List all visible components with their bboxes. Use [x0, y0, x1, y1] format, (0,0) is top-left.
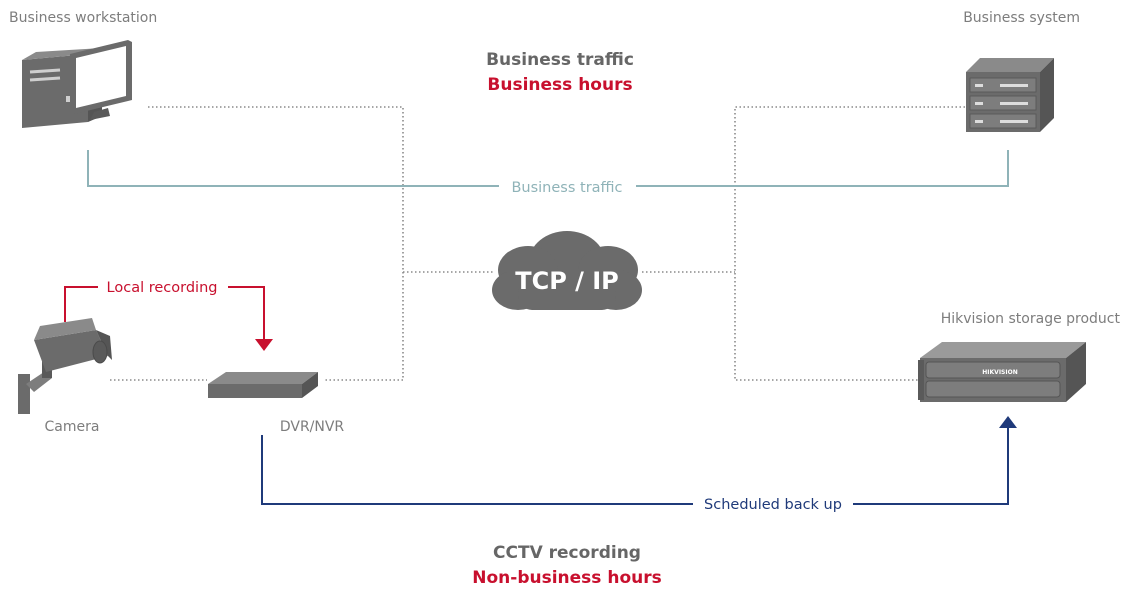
tcp-ip-cloud: TCP / IP	[492, 231, 642, 310]
local-recording-link: Local recording	[64, 280, 273, 351]
workstation-network-link	[148, 106, 404, 381]
storage-icon: HIKVISION	[918, 342, 1086, 402]
business-traffic-label: Business traffic	[511, 180, 622, 196]
local-recording-label: Local recording	[107, 280, 218, 296]
top-header-line2: Business hours	[487, 75, 632, 95]
scheduled-backup-label: Scheduled back up	[704, 497, 842, 513]
dvr-nvr-node: DVR/NVR	[208, 372, 344, 435]
bottom-header-line1: CCTV recording	[493, 543, 641, 563]
local-recording-arrowhead	[255, 339, 273, 351]
workstation-label: Business workstation	[9, 10, 157, 26]
storage-node: Hikvision storage product HIKVISION	[918, 311, 1120, 402]
cloud-icon	[492, 231, 642, 310]
camera-label: Camera	[45, 419, 100, 435]
dvr-icon	[208, 372, 318, 398]
cloud-label: TCP / IP	[515, 267, 619, 295]
scheduled-backup-arrowhead	[999, 416, 1017, 428]
camera-icon	[18, 318, 112, 414]
storage-brand: HIKVISION	[982, 369, 1017, 376]
business-system-node: Business system	[963, 10, 1080, 132]
workstation-node: Business workstation	[9, 10, 157, 128]
dvr-label: DVR/NVR	[280, 419, 345, 435]
dotted-network-lines	[110, 106, 965, 381]
storage-label: Hikvision storage product	[941, 311, 1121, 327]
server-icon	[966, 58, 1054, 132]
workstation-icon	[22, 40, 132, 128]
top-header: Business traffic Business hours	[486, 50, 634, 95]
bottom-header-line2: Non-business hours	[472, 568, 661, 588]
scheduled-backup-link: Scheduled back up	[261, 416, 1017, 513]
business-system-label: Business system	[963, 10, 1080, 26]
system-network-link	[734, 106, 965, 381]
business-traffic-link: Business traffic	[87, 150, 1009, 196]
camera-node: Camera	[18, 318, 112, 435]
top-header-line1: Business traffic	[486, 50, 634, 70]
bottom-header: CCTV recording Non-business hours	[472, 543, 661, 588]
